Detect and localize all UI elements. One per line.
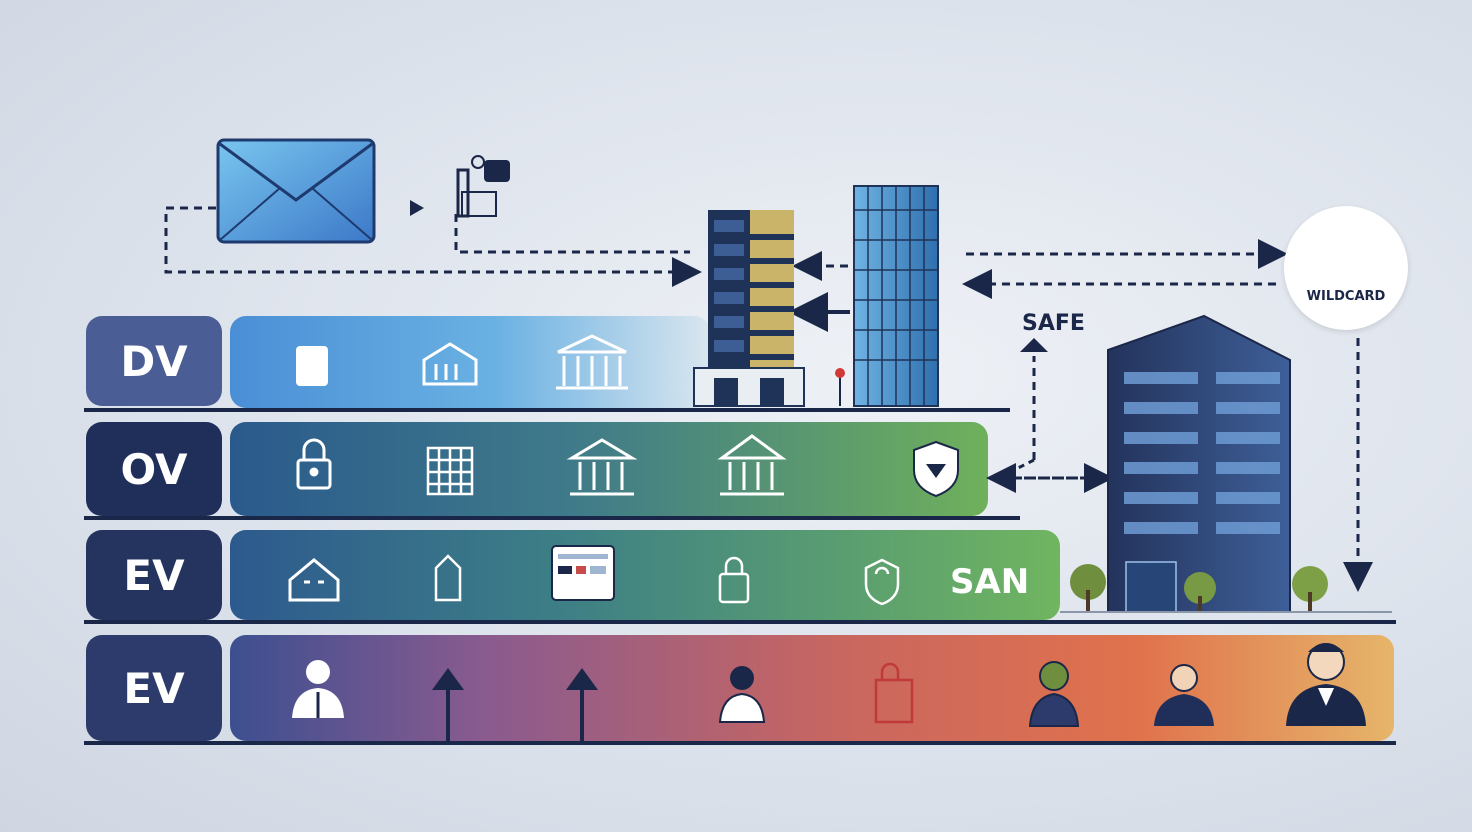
ev-2-baseline (84, 741, 1396, 745)
person-icon (292, 660, 344, 718)
ev-baseline (84, 620, 1396, 624)
person-icon (718, 666, 766, 723)
shield-icon (913, 440, 959, 498)
tier-label-text: DV (120, 336, 188, 386)
tier-label-text: OV (120, 444, 188, 494)
person-icon (1286, 643, 1366, 726)
document-icon (296, 346, 328, 386)
tree-icon (1292, 566, 1328, 612)
wildcard-badge (1284, 206, 1408, 330)
safe-label: SAFE (1022, 311, 1085, 336)
person-icon (1154, 664, 1214, 726)
shield-lock-icon (864, 558, 900, 606)
envelope-icon (216, 138, 376, 244)
tier-label-text: EV (123, 550, 185, 600)
usb-key-icon (456, 155, 510, 218)
bank-icon (566, 438, 638, 496)
bank-icon (556, 334, 628, 390)
tier-label-ev: EV (86, 530, 222, 620)
glass-tower-icon (853, 185, 939, 407)
up-arrow-icon (432, 668, 464, 742)
tier-label-ov: OV (86, 422, 222, 516)
grid-building-icon (426, 446, 474, 496)
tree-icon (1070, 564, 1106, 612)
corporate-building-icon (1107, 314, 1291, 613)
wildcard-label: WILDCARD (1306, 289, 1386, 304)
bank-icon (717, 434, 787, 496)
dv-baseline (84, 408, 1010, 412)
ov-baseline (84, 516, 1020, 520)
up-arrow-icon (1020, 338, 1048, 352)
tier-label-dv: DV (86, 316, 222, 406)
up-arrow-icon (566, 668, 598, 742)
house-icon (288, 558, 340, 602)
tier-label-text: EV (123, 663, 185, 713)
padlock-icon (296, 438, 332, 490)
house-icon (422, 342, 478, 386)
office-tower-icon (693, 210, 805, 407)
tier-label-ev-2: EV (86, 635, 222, 741)
padlock-icon (874, 662, 914, 724)
dashed-connector (454, 214, 690, 254)
dashed-connector (1005, 458, 1035, 476)
signpost-icon (835, 368, 845, 406)
id-card-icon (551, 545, 615, 601)
padlock-icon (718, 556, 750, 604)
document-icon (434, 554, 462, 602)
person-icon (1028, 661, 1080, 727)
san-label: SAN (950, 562, 1030, 602)
tree-icon (1184, 572, 1216, 612)
play-arrow-icon (410, 200, 424, 216)
ev-band (230, 530, 1060, 620)
